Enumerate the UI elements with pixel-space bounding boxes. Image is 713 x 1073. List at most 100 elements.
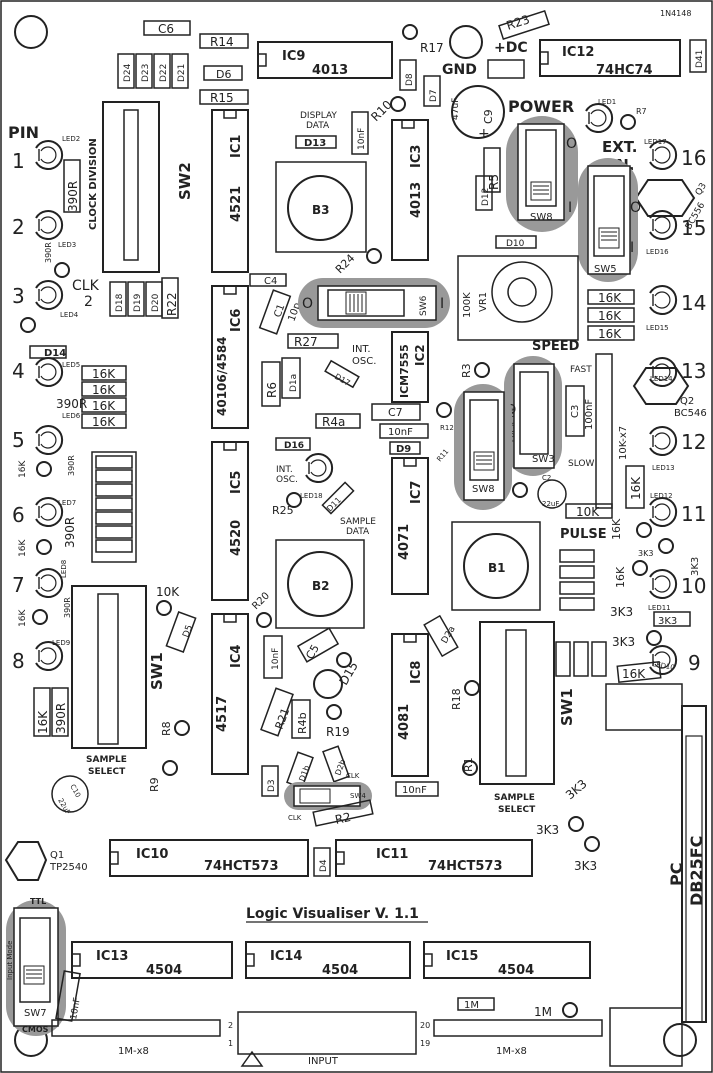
gnd-label: GND [442, 62, 477, 78]
pc-label: PC [667, 863, 686, 886]
led-label: LED13 [652, 464, 675, 472]
resistor-label: 390R [44, 242, 53, 263]
ic-designator: IC6 [229, 309, 244, 332]
capacitor-label: C6 [158, 22, 174, 36]
resistor-label: 1M-x8 [118, 1046, 149, 1057]
ic-designator: IC14 [270, 949, 302, 964]
capacitor-label: 10nF [271, 648, 281, 670]
ic-designator: IC2 [413, 344, 427, 366]
resistor-label: 16K [18, 539, 28, 557]
transistor-q1 [4, 841, 48, 881]
svg-text:I: I [630, 240, 634, 256]
led-label: LED1 [598, 98, 616, 106]
led-label: LED14 [650, 375, 673, 383]
led-label: LED5 [62, 361, 80, 369]
left-resistors: 390R 390R 16K 16K 16K 16K 390R 16K 16K 1… [18, 159, 137, 737]
resistor-label: 390R [63, 517, 77, 548]
pin-number: 12 [681, 430, 706, 454]
ic-designator: IC4 [229, 645, 244, 668]
led-icon [649, 497, 678, 527]
ic-designator: IC10 [136, 847, 168, 862]
resistor-label: 16K [92, 367, 116, 381]
diode-label: D10 [506, 239, 525, 249]
capacitor-label: C7 [388, 406, 403, 419]
sample-select-label: SAMPLE [494, 793, 535, 803]
led-label: LED9 [52, 639, 70, 647]
ic-part: 74HC74 [596, 63, 653, 78]
ic-designator: IC15 [446, 949, 478, 964]
transistor-part: BC546 [674, 408, 707, 419]
resistor-label: 390R [63, 597, 72, 618]
resistor-label: R15 [210, 91, 234, 105]
sample-data-label: SAMPLE [340, 517, 376, 527]
led-icon [305, 453, 334, 483]
ic-part: 4504 [498, 963, 534, 978]
diode-label: D41 [695, 50, 705, 68]
ic-part: 4071 [397, 524, 412, 560]
sample-select-label: SAMPLE [86, 755, 127, 765]
resistor-label: 390R [66, 181, 80, 212]
diode-label: D1b [297, 764, 311, 782]
capacitor-label: C9 [482, 109, 495, 124]
led-icon [35, 425, 64, 455]
resistor-label: 3K3 [690, 557, 701, 576]
pin-number: 5 [12, 428, 25, 452]
resistor-label: 390R [56, 397, 87, 411]
left-pin-numbers: 1 2 3 4 5 6 7 8 [12, 149, 25, 673]
resistor-label: R8 [160, 721, 173, 736]
led-label: LED2 [62, 135, 80, 143]
resistor-label: 16K [622, 667, 646, 681]
ext-label: EXT. [602, 138, 637, 156]
pin-number: 16 [681, 146, 706, 170]
diode-type: 1N4148 [660, 9, 691, 18]
sample-select-label: SELECT [498, 805, 536, 815]
sample-select-switch-left [71, 585, 147, 749]
ic-part: 4013 [409, 182, 424, 218]
resistor-label: 3K3 [658, 616, 677, 627]
int-osc-label: INT. [352, 344, 371, 355]
ic-designator: IC13 [96, 949, 128, 964]
svg-text:O: O [566, 136, 577, 152]
diode-label: D3 [267, 779, 277, 792]
clk-label: CLK [288, 814, 302, 822]
resistor-label: R9 [148, 777, 161, 792]
resistor-label: R6 [265, 382, 279, 398]
pin-number: 4 [12, 359, 25, 383]
capacitor-label: 10nF [402, 785, 427, 796]
ic-part: 4081 [397, 704, 412, 740]
led-icon [35, 140, 64, 170]
resistor-label: 16K [36, 710, 50, 734]
ic-designator: IC5 [229, 471, 244, 494]
diode-label: D5 [181, 624, 195, 639]
ic-part: 4504 [146, 963, 182, 978]
pin-number: 10 [681, 574, 706, 598]
int-osc-label: OSC. [276, 475, 298, 485]
svg-text:+: + [478, 126, 490, 142]
capacitor-label: C10 [68, 783, 82, 799]
resistor-label: 16K [598, 309, 622, 323]
pin-number: 11 [681, 502, 706, 526]
pin-number: 8 [12, 649, 25, 673]
diode-label: D11 [325, 495, 343, 513]
pin-number: 3 [12, 284, 25, 308]
capacitor-label: 10nF [69, 997, 83, 1021]
switch-label: SW6 [419, 295, 429, 316]
resistor-label: R22 [165, 292, 179, 316]
resistor-label: 1M [534, 1005, 552, 1019]
transistor-q2 [632, 367, 690, 405]
resistor-label: 3K3 [536, 823, 559, 837]
led-icon [35, 568, 64, 598]
ic-designator: IC3 [409, 145, 424, 168]
sample-select-switch-right [479, 621, 555, 785]
resistor-label: 10K [156, 585, 180, 599]
ic-part: ICM7555 [398, 344, 411, 398]
resistor-label: R19 [326, 725, 350, 739]
int-osc-label: OSC. [352, 356, 376, 367]
button-label: B2 [312, 579, 330, 593]
slow-label: SLOW [568, 459, 594, 469]
capacitor-label: 10nF [357, 128, 367, 150]
diode-label: D19 [133, 293, 143, 312]
resistor-label: R18 [450, 688, 463, 710]
pulse-label: PULSE [560, 527, 607, 542]
